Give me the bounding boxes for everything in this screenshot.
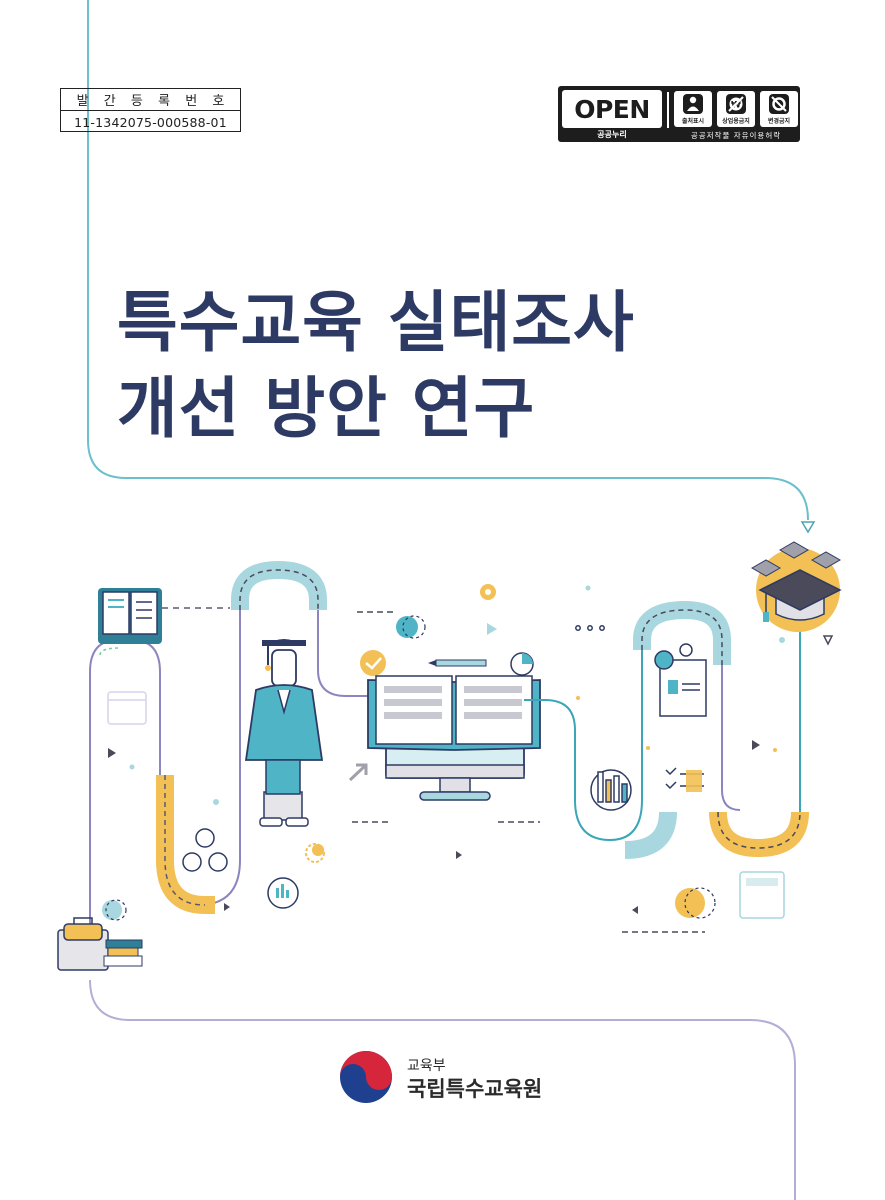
institute-name: 국립특수교육원 xyxy=(407,1077,543,1101)
reg-char: 호 xyxy=(212,94,225,109)
bar-chart-icon xyxy=(590,769,632,811)
taegeuk-logo xyxy=(340,1051,392,1103)
open-brand-sub: 공공누리 xyxy=(597,130,627,139)
open-license-badge: OPEN 공공누리 출처표시 ₩ 상업용금지 변경금지 공공저작물 자유이용허락 xyxy=(558,86,800,142)
person-icon xyxy=(683,94,703,114)
title-line-1: 특수교육 실태조사 xyxy=(117,284,635,361)
license-icon-label: 상업용금지 xyxy=(722,118,750,125)
no-change-icon xyxy=(769,94,789,114)
graduation-cap-icon xyxy=(750,541,842,632)
ministry-name: 교육부 xyxy=(407,1058,446,1074)
open-logo: OPEN xyxy=(562,90,662,128)
bag-books-icon xyxy=(57,917,143,971)
book-icon xyxy=(98,588,162,644)
monitor-icon xyxy=(367,675,541,801)
reg-char: 간 xyxy=(103,94,116,109)
open-brand: OPEN xyxy=(574,94,650,124)
won-icon: ₩ xyxy=(726,94,746,114)
license-no-derivatives: 변경금지 xyxy=(760,91,798,127)
registration-label: 발 간 등 록 번 호 xyxy=(61,89,240,111)
license-attribution: 출처표시 xyxy=(674,91,712,127)
document-title: 특수교육 실태조사 개선 방안 연구 xyxy=(117,280,635,452)
reg-char: 록 xyxy=(158,94,171,109)
chart-circle-icon xyxy=(267,877,299,909)
title-line-2: 개선 방안 연구 xyxy=(117,370,536,447)
registration-number: 11-1342075-000588-01 xyxy=(74,114,227,130)
registration-box: 발 간 등 록 번 호 11-1342075-000588-01 xyxy=(60,88,241,132)
license-divider xyxy=(667,92,669,128)
license-noncommercial: ₩ 상업용금지 xyxy=(717,91,755,127)
license-footer: 공공저작물 자유이용허락 xyxy=(690,131,782,140)
reg-char: 등 xyxy=(130,94,143,109)
education-illustration xyxy=(57,541,842,971)
license-icon-label: 출처표시 xyxy=(681,118,705,125)
license-icon-label: 변경금지 xyxy=(767,118,791,125)
reg-char: 번 xyxy=(185,94,198,109)
checklist-icon xyxy=(665,767,704,792)
calculator-icon xyxy=(739,871,785,919)
calendar-icon xyxy=(107,691,147,725)
document-gear-icon xyxy=(654,643,707,717)
reg-char: 발 xyxy=(76,94,89,109)
graduate-figure xyxy=(244,639,324,827)
svg-text:₩: ₩ xyxy=(731,101,741,111)
people-network-icon xyxy=(182,828,228,872)
